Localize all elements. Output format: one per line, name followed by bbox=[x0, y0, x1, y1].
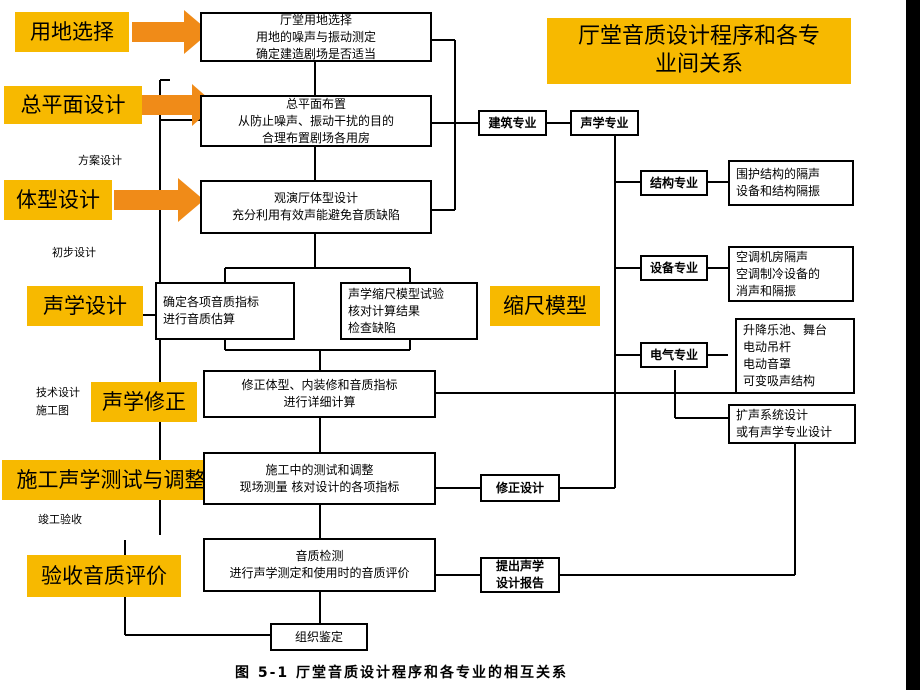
box-structure-note: 围护结构的隔声 设备和结构隔振 bbox=[728, 160, 854, 206]
box-line: 结构专业 bbox=[649, 175, 698, 190]
side-label-completion: 竣工验收 bbox=[38, 513, 82, 527]
box-equipment-note: 空调机房隔声 空调制冷设备的 消声和隔振 bbox=[728, 246, 854, 302]
side-label-preliminary: 初步设计 bbox=[52, 246, 96, 260]
box-line: 进行声学测定和使用时的音质评价 bbox=[229, 566, 410, 580]
box-line: 设备和结构隔振 bbox=[736, 184, 821, 198]
side-label-drawings: 施工图 bbox=[36, 404, 69, 418]
box-line: 修正体型、内装修和音质指标 bbox=[241, 378, 398, 392]
side-label-scheme: 方案设计 bbox=[78, 154, 122, 168]
box-line: 进行详细计算 bbox=[283, 395, 356, 409]
box-line: 电动音罩 bbox=[743, 357, 792, 371]
box-line: 空调制冷设备的 bbox=[736, 266, 821, 281]
box-equipment: 设备专业 bbox=[640, 255, 708, 281]
box-line: 总平面布置 bbox=[285, 96, 346, 111]
box-line: 修正设计 bbox=[495, 480, 544, 495]
box-acoustic-inspection: 音质检测 进行声学测定和使用时的音质评价 bbox=[203, 538, 436, 592]
title-line-1: 厅堂音质设计程序和各专 bbox=[577, 24, 820, 49]
box-construction-test: 施工中的测试和调整 现场测量 核对设计的各项指标 bbox=[203, 452, 436, 505]
box-line: 电动吊杆 bbox=[743, 340, 792, 354]
callout-acceptance-evaluation: 验收音质评价 bbox=[27, 555, 181, 597]
box-detail-correction: 修正体型、内装修和音质指标 进行详细计算 bbox=[203, 370, 436, 418]
box-line: 升降乐池、舞台 bbox=[743, 323, 828, 337]
box-master-plan: 总平面布置 从防止噪声、振动干扰的目的 合理布置剧场各用房 bbox=[200, 95, 432, 147]
box-line: 设计报告 bbox=[495, 576, 544, 590]
callout-acoustic-correction: 声学修正 bbox=[91, 382, 197, 422]
box-electrical-note: 升降乐池、舞台 电动吊杆 电动音罩 可变吸声结构 bbox=[735, 318, 855, 394]
callout-scale-model: 缩尺模型 bbox=[490, 286, 600, 326]
box-line: 确定建造剧场是否适当 bbox=[255, 46, 376, 61]
box-line: 充分利用有效声能避免音质缺陷 bbox=[231, 208, 400, 222]
box-electrical: 电气专业 bbox=[640, 342, 708, 368]
figure-caption: 图 5-1 厅堂音质设计程序和各专业的相互关系 bbox=[235, 665, 569, 681]
side-label-technical: 技术设计 bbox=[36, 386, 80, 400]
box-line: 核对计算结果 bbox=[348, 303, 421, 318]
arrow-right-icon bbox=[142, 84, 216, 126]
right-edge-bar bbox=[906, 0, 920, 690]
callout-master-plan: 总平面设计 bbox=[4, 86, 142, 124]
diagram-title: 厅堂音质设计程序和各专 业间关系 bbox=[547, 18, 851, 84]
callout-body-design: 体型设计 bbox=[4, 180, 112, 220]
box-line: 厅堂用地选择 bbox=[279, 12, 352, 27]
box-structure: 结构专业 bbox=[640, 170, 708, 196]
box-scale-model-test: 声学缩尺模型试验 核对计算结果 检查缺陷 bbox=[340, 282, 478, 340]
callout-construction-testing: 施工声学测试与调整 bbox=[2, 460, 220, 500]
box-line: 或有声学专业设计 bbox=[736, 425, 833, 439]
title-line-2: 业间关系 bbox=[654, 52, 743, 77]
box-line: 音质检测 bbox=[295, 549, 344, 563]
box-line: 电气专业 bbox=[649, 347, 698, 362]
callout-site-selection: 用地选择 bbox=[15, 12, 129, 52]
box-acoustic-indices: 确定各项音质指标 进行音质估算 bbox=[155, 282, 295, 340]
box-line: 从防止噪声、振动干扰的目的 bbox=[237, 113, 394, 128]
callout-acoustic-design: 声学设计 bbox=[27, 286, 143, 326]
box-line: 空调机房隔声 bbox=[736, 249, 809, 264]
box-line: 施工中的测试和调整 bbox=[265, 462, 374, 477]
box-line: 围护结构的隔声 bbox=[736, 167, 821, 181]
box-correct-design: 修正设计 bbox=[480, 474, 560, 502]
box-acoustics: 声学专业 bbox=[570, 110, 639, 136]
arrow-right-icon bbox=[114, 178, 204, 222]
box-line: 设备专业 bbox=[649, 260, 698, 275]
box-line: 可变吸声结构 bbox=[743, 374, 816, 388]
box-line: 消声和隔振 bbox=[736, 283, 797, 298]
box-architecture: 建筑专业 bbox=[478, 110, 547, 136]
box-site-selection: 厅堂用地选择 用地的噪声与振动测定 确定建造剧场是否适当 bbox=[200, 12, 432, 62]
box-line: 组织鉴定 bbox=[294, 629, 343, 644]
box-line: 声学缩尺模型试验 bbox=[348, 286, 445, 301]
box-line: 提出声学 bbox=[495, 559, 544, 573]
arrow-right-icon bbox=[132, 10, 210, 54]
box-line: 观演厅体型设计 bbox=[273, 191, 358, 205]
box-line: 合理布置剧场各用房 bbox=[261, 130, 370, 145]
box-line: 现场测量 核对设计的各项指标 bbox=[239, 479, 400, 494]
box-line: 扩声系统设计 bbox=[736, 408, 809, 422]
box-line: 检查缺陷 bbox=[348, 320, 397, 335]
box-auditorium-body: 观演厅体型设计 充分利用有效声能避免音质缺陷 bbox=[200, 180, 432, 234]
box-line: 进行音质估算 bbox=[163, 312, 236, 326]
box-design-report: 提出声学 设计报告 bbox=[480, 557, 560, 593]
box-appraisal: 组织鉴定 bbox=[270, 623, 368, 651]
box-line: 确定各项音质指标 bbox=[163, 295, 260, 309]
box-line: 建筑专业 bbox=[488, 115, 537, 130]
box-line: 声学专业 bbox=[580, 115, 629, 130]
box-sound-system: 扩声系统设计 或有声学专业设计 bbox=[728, 404, 856, 444]
box-line: 用地的噪声与振动测定 bbox=[255, 29, 376, 44]
